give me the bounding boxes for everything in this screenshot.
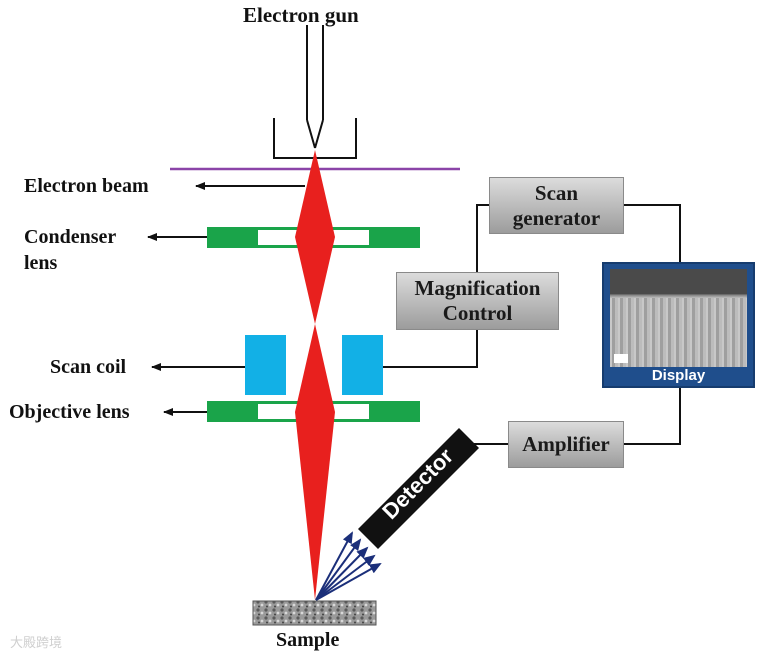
- magnification-control-box: Magnification Control: [396, 272, 559, 330]
- scan-coil-right: [342, 335, 383, 395]
- electron-beam-label: Electron beam: [24, 175, 149, 197]
- electron-gun-label: Electron gun: [243, 3, 359, 27]
- display-label: Display: [651, 367, 706, 384]
- magnification-line1: Magnification: [414, 276, 541, 300]
- sem-image-texture: [610, 298, 747, 367]
- condenser-label-line1: Condenser: [24, 226, 117, 248]
- scale-bar: [614, 354, 628, 363]
- electron-beam-upper: [295, 150, 335, 324]
- sample-block: [252, 600, 377, 626]
- magnification-line2: Control: [442, 301, 513, 325]
- objective-lens-label: Objective lens: [9, 401, 130, 423]
- detector-body: [358, 428, 479, 549]
- emission-rays: [315, 531, 382, 601]
- scan-generator-box: Scan generator: [489, 177, 624, 234]
- scan-generator-line2: generator: [512, 205, 601, 230]
- watermark-text: 大殿跨境: [10, 636, 63, 651]
- display-screen: [610, 269, 747, 367]
- connector-lines: [383, 204, 681, 445]
- scan-coil-left: [245, 335, 286, 395]
- scan-coil-label: Scan coil: [50, 356, 127, 378]
- scan-generator-line1: Scan: [534, 180, 579, 205]
- condenser-label-line2: lens: [24, 252, 58, 274]
- detector-label-anchor: Detector: [377, 443, 458, 524]
- sample-label: Sample: [276, 629, 340, 651]
- display-monitor: Display: [602, 262, 755, 388]
- condenser-lens-label: Condenser lens: [24, 226, 116, 274]
- electron-gun: [273, 25, 357, 159]
- amplifier-box: Amplifier: [508, 421, 624, 468]
- electron-beam-lower: [295, 324, 335, 600]
